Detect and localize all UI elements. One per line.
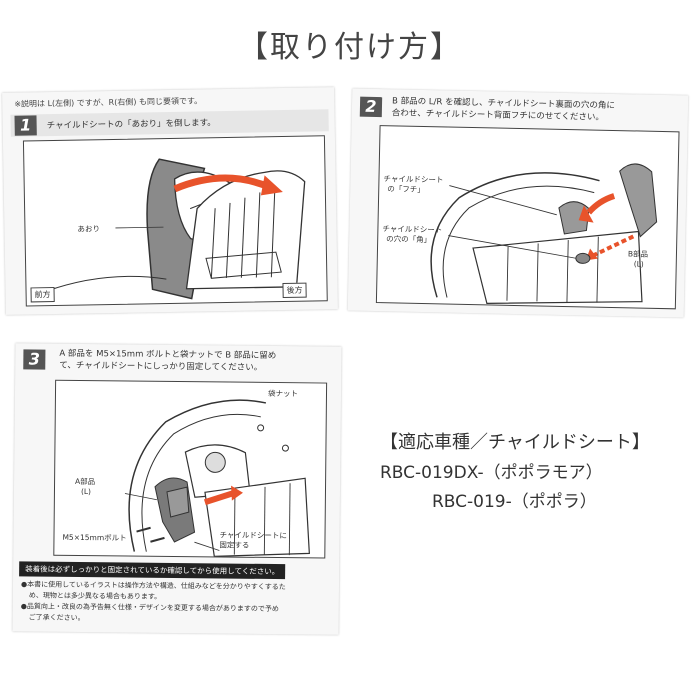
label-cap-nut: 袋ナット <box>267 388 299 399</box>
illustration-frame: チャイルドシート の「フチ」 チャイルドシート の穴の「角」 B部品 (L) <box>375 125 680 310</box>
label-fix-line-2: 固定する <box>219 540 250 550</box>
step-number: 2 <box>359 96 383 118</box>
illustration-frame: 袋ナット A部品 (L) M5×15mmボルト チャイルドシートに 固定する <box>53 379 328 559</box>
note-left-right: ※説明は L(左側) ですが、R(右側) も同じ要領です。 <box>14 96 203 109</box>
step-number: 1 <box>14 115 37 136</box>
instruction-card-step-3: 3 A 部品を M5×15mm ボルトと袋ナットで B 部品に留め て、チャイル… <box>12 343 342 635</box>
label-front: 前方 <box>30 287 55 303</box>
seat-back-illustration <box>430 163 658 304</box>
compatible-models: 【適応車種／チャイルドシート】 RBC-019DX-（ポポラモア） RBC-01… <box>380 428 690 512</box>
label-rear: 後方 <box>282 282 307 299</box>
compat-heading: 【適応車種／チャイルドシート】 <box>380 432 650 453</box>
instruction-card-step-2: 2 B 部品の L/R を確認し、チャイルドシート裏面の穴の角に 合わせ、チャイ… <box>347 88 689 318</box>
child-seat-illustration <box>46 158 306 300</box>
step-text-line-2: て、チャイルドシートにしっかり固定してください。 <box>59 360 263 373</box>
label-bolt: M5×15mmボルト <box>62 532 127 543</box>
warning-banner: 装着後は必ずしっかりと固定されているか確認してから使用してください。 <box>19 561 286 580</box>
label-b-part: B部品 <box>627 249 649 259</box>
label-fix-line-1: チャイルドシートに <box>219 530 288 541</box>
label-a-part: A部品 <box>75 476 96 487</box>
label-aori: あおり <box>77 224 101 234</box>
label-fuchi-line-2: の「フチ」 <box>387 184 425 195</box>
illustration-frame: あおり 前方 後方 <box>22 135 328 307</box>
label-b-part-side: (L) <box>633 259 644 269</box>
label-a-part-side: (L) <box>80 486 92 497</box>
instruction-card-step-1: ※説明は L(左側) ですが、R(右側) も同じ要領です。 1 チャイルドシート… <box>2 87 338 315</box>
label-kado-line-2: の穴の「角」 <box>386 234 432 245</box>
fine-print-line-4: ご了承ください。 <box>28 613 85 623</box>
compat-model-1: RBC-019DX-（ポポラモア） <box>380 463 603 483</box>
bracket-mount-illustration <box>124 399 310 558</box>
page-title: 【取り付け方】 <box>238 30 462 65</box>
compat-model-2: RBC-019-（ポポラ） <box>432 492 597 512</box>
step-number: 3 <box>23 349 46 370</box>
